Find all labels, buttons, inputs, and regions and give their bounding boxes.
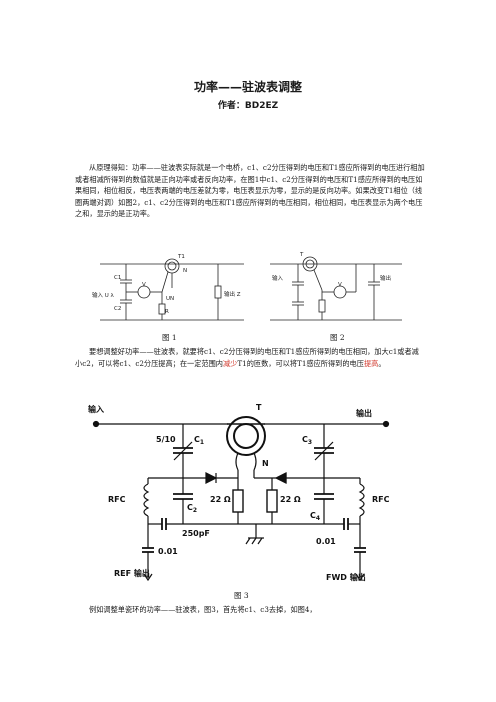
document-title: 功率——驻波表调整 — [193, 80, 302, 94]
fig3-rfc-left-label: RFC — [108, 495, 126, 504]
fig3-rfc-right-label: RFC — [372, 495, 390, 504]
paragraph2-highlight-raise: 提高 — [363, 358, 379, 368]
paragraph2-text-a: 要想调整好功率——驻波表，就要将c1、c2分压得到的电压和T1感应所得到的电压相… — [75, 347, 419, 368]
fig1-r-label: R — [165, 309, 169, 315]
fig3-c3-label: C3 — [302, 435, 312, 446]
fig2-t-label: T — [299, 252, 304, 258]
fig3-trim-label: 5/10 — [156, 435, 176, 444]
fig3-ref-label: REF 输出 — [114, 568, 150, 578]
paragraph2-text-b: T1的匝数，可以将T1感应所得到的电压 — [237, 358, 364, 368]
fig3-c1-label: C1 — [194, 435, 204, 446]
fig3-cap-001-left-label: 0.01 — [158, 547, 178, 556]
figure-2-caption: 图 2 — [330, 333, 345, 342]
fig1-load-label: 输出 Z — [224, 290, 241, 298]
fig1-n-label: N — [183, 268, 187, 274]
fig3-fwd-label: FWD 输出 — [326, 572, 366, 582]
fig1-c1-label: C1 — [114, 275, 121, 281]
fig1-un-label: UN — [166, 296, 174, 302]
fig3-input-label: 输入 — [88, 404, 104, 414]
paragraph2-highlight-reduce: 减少 — [222, 358, 238, 368]
fig1-t-label: T1 — [177, 254, 185, 260]
fig3-t-label: T — [256, 403, 262, 412]
figure-1-diagram: C1 C2 V UN R T1 N 输入 U λ 输出 Z — [92, 254, 244, 321]
paragraph-principle: 从原理得知：功率——驻波表实际就是一个电桥，c1、c2分压得到的电压和T1感应所… — [75, 163, 425, 219]
paragraph-adjustment: 要想调整好功率——驻波表，就要将c1、c2分压得到的电压和T1感应所得到的电压相… — [75, 346, 425, 369]
fig1-v-label: V — [142, 282, 146, 288]
fig3-n-label: N — [262, 459, 269, 468]
fig3-c4-label: C4 — [310, 511, 320, 522]
figure-3-diagram: 输入 输出 T N C1 5/10 C3 C2 C4 22 Ω 22 Ω RFC… — [88, 403, 390, 582]
paragraph-example: 例如调整单瓷环的功率——驻波表，图3，首先将c1、c3去掉，如图4， — [89, 605, 317, 614]
document-author: 作者：BD2EZ — [217, 101, 279, 111]
figure-1-caption: 图 1 — [162, 333, 177, 342]
fig2-output-label: 输出 — [380, 274, 391, 282]
fig2-input-label: 输入 — [272, 274, 284, 282]
fig1-c2-label: C2 — [114, 306, 121, 312]
paragraph2-text-c: 。 — [378, 358, 386, 368]
fig3-cap-250-label: 250pF — [182, 529, 210, 538]
fig3-cap-001-right-label: 0.01 — [316, 537, 336, 546]
figure-2-diagram: T 输入 输出 V — [270, 252, 402, 321]
fig1-input-label: 输入 U λ — [92, 291, 115, 299]
fig3-r1-label: 22 Ω — [210, 495, 231, 504]
fig2-v-label: V — [338, 282, 342, 288]
fig3-r2-label: 22 Ω — [280, 495, 301, 504]
fig3-output-label: 输出 — [356, 408, 372, 418]
figure-3-caption: 图 3 — [234, 591, 249, 600]
fig3-c2-label: C2 — [187, 503, 197, 514]
